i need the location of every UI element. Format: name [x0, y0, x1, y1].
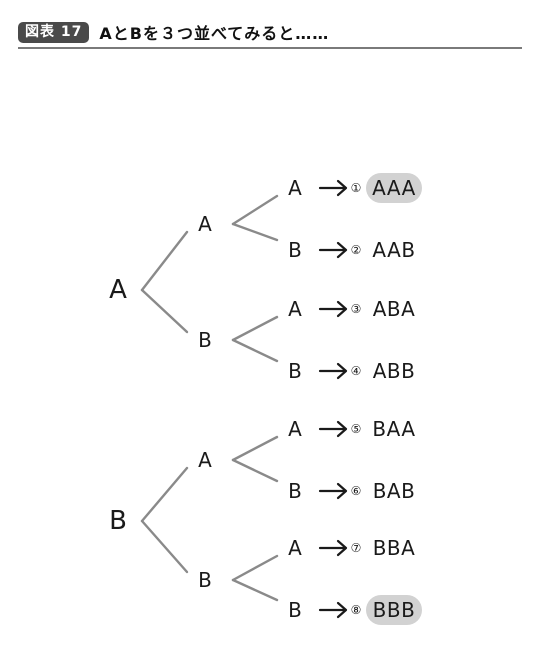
arrow-icon — [318, 539, 348, 557]
circled-number: ② — [351, 243, 362, 257]
figure-number-badge: 図表 17 — [18, 21, 90, 43]
circled-number: ④ — [351, 364, 362, 378]
result-sequence: AAA — [372, 176, 416, 200]
figure-header: 図表 17 AとBを３つ並べてみると…… — [18, 21, 329, 43]
third-level-node-label: B — [288, 359, 302, 383]
arrow-icon — [318, 601, 348, 619]
tree-edge — [231, 578, 279, 602]
second-level-node-label: A — [198, 212, 212, 236]
second-level-node-label: B — [198, 568, 212, 592]
header-rule — [18, 47, 522, 49]
second-level-node-label: A — [198, 448, 212, 472]
result-highlight — [366, 173, 422, 203]
third-level-node-label: B — [288, 238, 302, 262]
result-sequence: BBA — [373, 536, 416, 560]
tree-edge — [231, 554, 279, 582]
tree-edge — [231, 458, 279, 483]
circled-number: ⑥ — [351, 484, 362, 498]
tree-edge — [231, 338, 279, 363]
tree-edge — [140, 466, 189, 523]
tree-edge — [140, 230, 189, 292]
circled-number: ① — [351, 181, 362, 195]
arrow-icon — [318, 362, 348, 380]
third-level-node-label: B — [288, 598, 302, 622]
arrow-icon — [318, 179, 348, 197]
third-level-node-label: B — [288, 479, 302, 503]
root-node-label: B — [109, 506, 127, 536]
tree-edge — [140, 519, 189, 574]
circled-number: ⑧ — [351, 603, 362, 617]
tree-edge — [140, 288, 189, 334]
tree-edge — [231, 435, 279, 462]
result-sequence: BAA — [372, 417, 415, 441]
arrow-icon — [318, 300, 348, 318]
tree-edge — [231, 194, 279, 226]
result-sequence: BAB — [373, 479, 416, 503]
circled-number: ③ — [351, 302, 362, 316]
second-level-node-label: B — [198, 328, 212, 352]
arrow-icon — [318, 482, 348, 500]
tree-edge — [231, 222, 279, 242]
arrow-icon — [318, 241, 348, 259]
circled-number: ⑤ — [351, 422, 362, 436]
result-highlight — [366, 595, 422, 625]
arrow-icon — [318, 420, 348, 438]
circled-number: ⑦ — [351, 541, 362, 555]
third-level-node-label: A — [288, 176, 302, 200]
result-sequence: AAB — [372, 238, 415, 262]
figure-title: AとBを３つ並べてみると…… — [99, 24, 330, 43]
root-node-label: A — [109, 275, 127, 305]
third-level-node-label: A — [288, 536, 302, 560]
result-sequence: BBB — [373, 598, 416, 622]
third-level-node-label: A — [288, 417, 302, 441]
third-level-node-label: A — [288, 297, 302, 321]
result-sequence: ABA — [373, 297, 416, 321]
tree-edge — [231, 315, 279, 342]
result-sequence: ABB — [373, 359, 416, 383]
